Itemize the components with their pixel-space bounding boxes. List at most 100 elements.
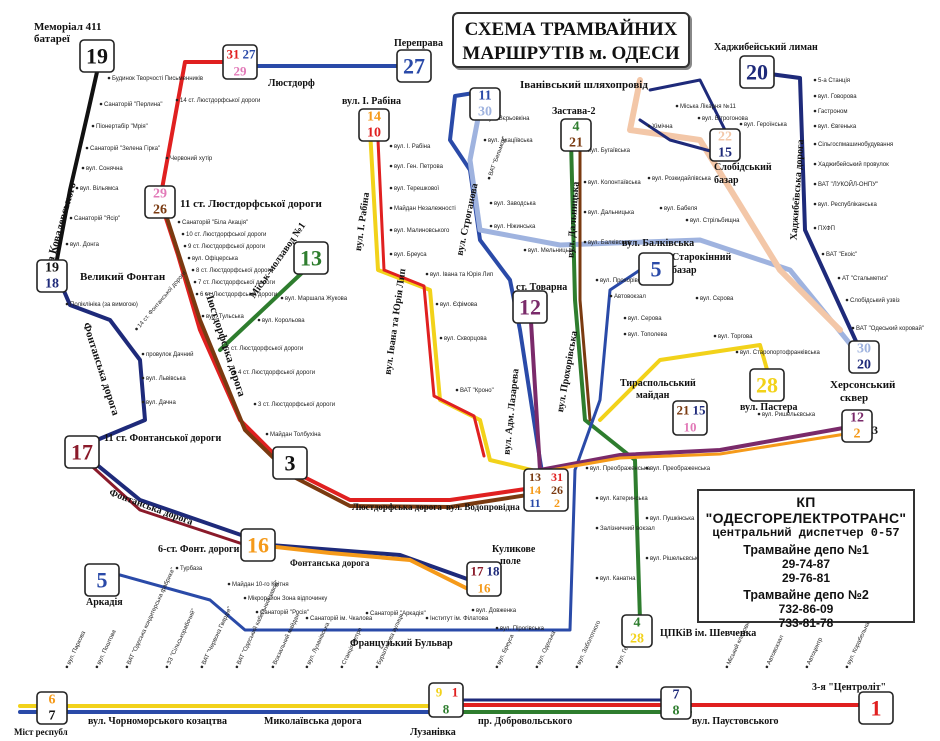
stop-dot (175, 566, 179, 570)
stop-label: вул. Бреуса (496, 633, 515, 666)
stop-label: 9 ст. Люстдорфської дороги (188, 244, 265, 250)
stop: вул. Пушкінська (645, 516, 695, 522)
lbl-starokinny2: базар (672, 265, 697, 276)
stop: ПХФП (813, 226, 835, 232)
badge-frame (858, 691, 894, 725)
route-number: 14 (529, 483, 541, 497)
route-number: 10 (684, 420, 697, 435)
badge-19-top: 19 (79, 39, 115, 73)
stop-label: Автовокзал (766, 634, 785, 666)
stop-label: вул. Сєрова (700, 296, 734, 302)
route-line-r-lightblue-30 (467, 105, 858, 353)
stop: вул. Розкидайлівська (647, 175, 712, 182)
stop: вул. Львівська (141, 376, 186, 382)
stop-dot (583, 240, 587, 244)
stop-dot (177, 220, 181, 224)
dispatcher-line: центральний диспетчер 0-57 (712, 526, 900, 540)
route-number: 15 (718, 146, 732, 161)
stop-label: вул. Дальницька (588, 210, 635, 216)
stop-dot (191, 268, 195, 272)
stop-dot (713, 334, 717, 338)
stop-dot (623, 316, 627, 320)
depot2-title: Трамвайне депо №2 (743, 588, 869, 602)
lbl-pastera: вул. Пастера (740, 402, 798, 413)
badge-frame (469, 87, 501, 121)
stop-label: Турбаза (180, 566, 203, 572)
stop-label: провулок Дачний (146, 351, 193, 358)
lbl-paustovsky: вул. Паустовського (692, 716, 779, 727)
stop-label: Сільгоспмашинобудування (818, 142, 893, 148)
stop-label: вул. Преображенська (650, 466, 711, 472)
stop: Хаджибейський провулок (813, 161, 889, 168)
stop-dot (647, 124, 651, 128)
stop-label: Санаторій "Перлина" (104, 101, 163, 108)
route-line-r-navy-18 (53, 268, 147, 447)
stop-label: вул. Донга (70, 242, 100, 248)
stop-label: Майдан 10-го Квітня (232, 581, 289, 588)
stop-label: Залізничний вокзал (600, 525, 655, 532)
badge-frame (36, 691, 68, 725)
stop-dot (805, 665, 809, 669)
stop: вул. Говорова (813, 94, 857, 100)
stop-dot (647, 176, 651, 180)
stop-dot (623, 332, 627, 336)
stop: Санаторій "Аркадія" (365, 610, 426, 617)
org-name: КП "ОДЕСГОРЕЛЕКТРОТРАНС" (705, 494, 907, 526)
stop-dot (235, 665, 239, 669)
badge-frame (466, 561, 502, 597)
lbl-font-road3: Фонтанська дорога (108, 487, 195, 527)
lbl-rabina-top: вул. І. Рабіна (342, 96, 401, 107)
stop-label: ВАТ "Одеський кабельний завод" (235, 579, 280, 666)
stop-label: вул. Вєрьовкіна (486, 116, 530, 122)
stop: вул. Поштова (95, 629, 118, 669)
stop-dot (75, 186, 79, 190)
stop: ВАТ "Одеський коровай" (851, 325, 924, 332)
stop-dot (340, 665, 344, 669)
map-title: СХЕМА ТРАМВАЙНИХ МАРШРУТІВ м. ОДЕСИ (452, 12, 690, 68)
stop-dot (489, 201, 493, 205)
stop-dot (735, 350, 739, 354)
stop: 4 ст. Люстдорфської дороги (233, 370, 315, 376)
stop-label: Вокзальний майдан (271, 613, 301, 666)
lbl-rabina-v: вул. І. Рабіна (353, 192, 372, 252)
stop: вул. Вільямса (75, 186, 119, 192)
stop-label: 7 ст. Люстдорфської дороги (198, 280, 275, 286)
stop: Автовокзал (765, 634, 785, 669)
badge-3: 3 (272, 446, 308, 480)
stop-label: Хімічна (652, 124, 673, 130)
badge-frame (222, 44, 258, 80)
stop-label: вул. Пірогівська (500, 626, 545, 632)
stop-dot (535, 665, 539, 669)
badge-frame (739, 55, 775, 89)
lbl-11st-font: 11 ст. Фонтанської дороги (104, 433, 221, 444)
stop-label: вул. Пушкінська (650, 516, 695, 522)
lbl-tsikiv: ЦПКіВ ім. Шевченка (660, 628, 756, 639)
stop-dot (255, 610, 259, 614)
lbl-dalnytska: вул. Дальницька (565, 181, 581, 258)
stop: вул. Довженка (471, 608, 517, 614)
stop-label: Червоний хутір (170, 155, 213, 162)
route-line-r-purple-12 (528, 303, 862, 472)
stop-label: вул. Бугаївська (588, 148, 631, 154)
lbl-zastava: Застава-2 (552, 106, 595, 117)
stop-dot (305, 616, 309, 620)
route-line-r-black-19 (53, 70, 99, 272)
lbl-font-road: Фонтанська дорога (80, 321, 122, 417)
routes-layer (18, 60, 872, 714)
route-number: 2 (554, 496, 560, 510)
stop-label: вул. Івана та Юрія Лип (430, 272, 493, 278)
stop: ВАТ "Червона Гвардія" (200, 606, 233, 669)
stop-dot (201, 314, 205, 318)
stop-dot (675, 104, 679, 108)
stop-label: вул. Вільямса (80, 186, 119, 192)
stop-label: Майдан Толбухіна (270, 431, 321, 438)
stop: вул. Прохорівська (595, 278, 651, 284)
stop-label: вул. Тульська (206, 314, 244, 320)
stop: вул. Офіцерська (187, 256, 239, 262)
stop-dot (365, 611, 369, 615)
